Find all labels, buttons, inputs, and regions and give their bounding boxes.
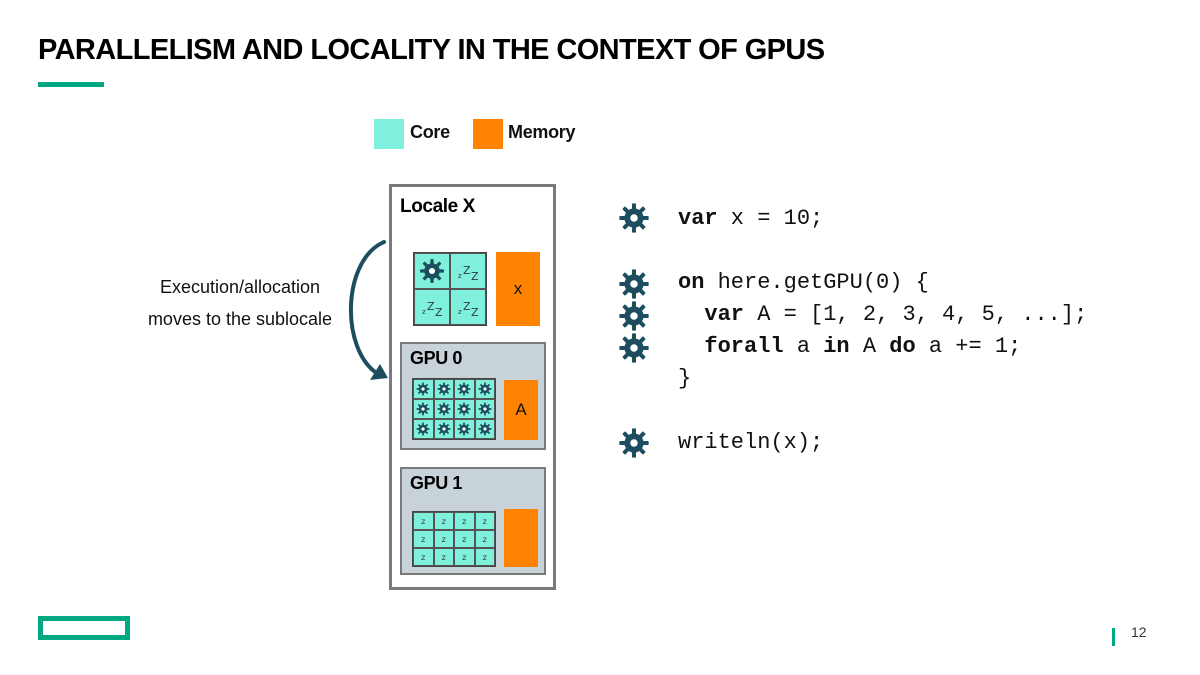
gpu-1-title: GPU 1 (410, 473, 463, 493)
gpu-core-gear-icon (474, 399, 495, 419)
gear-icon (618, 202, 650, 234)
gpu-sleeping-core-icon: z (433, 548, 454, 566)
slide-title: PARALLELISM AND LOCALITY IN THE CONTEXT … (38, 34, 825, 66)
page-number: 12 (1131, 624, 1147, 640)
legend-memory-label: Memory (508, 122, 576, 142)
gpu-1-memory-block (504, 509, 538, 567)
code-line-1: var x = 10; (678, 206, 824, 231)
gpu-0-box: GPU 0 A (400, 342, 546, 450)
code-line-5: } (678, 366, 692, 391)
gpu-core-gear-icon (413, 379, 434, 399)
gpu-sleeping-core-icon: z (474, 512, 495, 530)
annotation-line-1: Execution/allocation (159, 277, 321, 297)
gpu-sleeping-core-icon: z (413, 530, 434, 548)
locale-title: Locale X (400, 196, 475, 217)
gpu-core-gear-icon (454, 419, 475, 439)
code-line-2: on here.getGPU(0) { (678, 270, 929, 295)
gear-icon (618, 300, 650, 332)
gear-icon (618, 268, 650, 300)
gpu-sleeping-core-icon: z (454, 512, 475, 530)
gpu-core-gear-icon (474, 379, 495, 399)
gpu-sleeping-core-icon: z (433, 530, 454, 548)
code-line-3: var A = [1, 2, 3, 4, 5, ...]; (704, 302, 1088, 327)
gpu-core-gear-icon (413, 419, 434, 439)
locale-memory-block: x (496, 252, 540, 326)
gpu-0-memory-label: A (515, 400, 527, 419)
gpu-sleeping-core-icon: z (413, 548, 434, 566)
gpu-0-core-grid (412, 378, 496, 440)
gpu-sleeping-core-icon: z (454, 530, 475, 548)
gpu-core-gear-icon (413, 399, 434, 419)
gpu-core-gear-icon (433, 419, 454, 439)
active-core-gear-icon (414, 253, 450, 289)
gpu-0-memory-block: A (504, 380, 538, 440)
code-line-4: forall a in A do a += 1; (704, 334, 1022, 359)
gpu-core-gear-icon (433, 379, 454, 399)
gpu-core-gear-icon (454, 379, 475, 399)
gpu-sleeping-core-icon: z (413, 512, 434, 530)
gpu-sleeping-core-icon: z (474, 530, 495, 548)
gpu-core-gear-icon (474, 419, 495, 439)
gpu-sleeping-core-icon: z (433, 512, 454, 530)
gpu-0-title: GPU 0 (410, 348, 463, 368)
gpu-core-gear-icon (454, 399, 475, 419)
legend-core-swatch (374, 119, 404, 149)
legend-memory-swatch (473, 119, 503, 149)
title-underline (38, 82, 104, 87)
legend-core-label: Core (410, 122, 450, 142)
curved-arrow-icon (349, 240, 388, 380)
gear-icon (618, 332, 650, 364)
code-line-6: writeln(x); (678, 430, 824, 455)
annotation-line-2: moves to the sublocale (147, 309, 333, 329)
gpu-sleeping-core-icon: z (474, 548, 495, 566)
gear-icon (618, 427, 650, 459)
gpu-sleeping-core-icon: z (454, 548, 475, 566)
annotation-text: Execution/allocation moves to the subloc… (120, 271, 360, 335)
locale-memory-label: x (513, 279, 523, 298)
hpe-logo (38, 616, 130, 640)
gpu-core-gear-icon (433, 399, 454, 419)
footer-divider (1112, 628, 1115, 646)
